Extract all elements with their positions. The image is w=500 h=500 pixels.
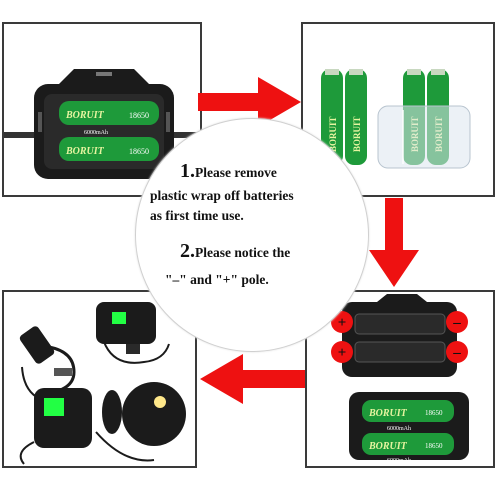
step-1-line-1: Please remove — [195, 165, 277, 180]
minus-sign-top: – — [452, 315, 461, 331]
minus-marker-bottom — [446, 341, 468, 363]
loose-batteries-image: BORUIT BORUIT BORUIT BORUIT — [321, 69, 471, 169]
loose-battery-2-brand: BORUIT — [352, 116, 362, 152]
panel-battery-case-loaded: BORUIT 18650 6000mAh BORUIT 18650 — [2, 22, 202, 197]
arrow-down-icon — [369, 198, 419, 287]
panel-polarity-guide: + – + – BORUIT 18650 6000mAh BORUIT 1865… — [305, 290, 495, 468]
plus-marker-top — [331, 311, 353, 333]
step-1-line-3: as first time use. — [150, 208, 244, 223]
battery-1 — [59, 101, 159, 125]
battery-2-brand: BORUIT — [65, 146, 105, 157]
green-led-top — [112, 312, 126, 324]
step-1-heading: 1.Please remove — [180, 160, 277, 183]
step-1-line-2: plastic wrap off batteries — [150, 188, 294, 203]
open-case — [342, 302, 457, 377]
polarity-guide-image: + – + – BORUIT 18650 6000mAh BORUIT 1865… — [331, 294, 469, 464]
battery-2 — [59, 137, 159, 161]
round-lamp — [122, 382, 186, 446]
headlamp-unit — [34, 388, 92, 448]
case-battery-2-brand: BORUIT — [368, 441, 408, 452]
instruction-circle — [135, 118, 369, 352]
plus-marker-bottom — [331, 341, 353, 363]
side-light — [102, 390, 122, 434]
case-battery-1-capacity: 6000mAh — [387, 426, 411, 432]
step-2-heading: 2.Please notice the — [180, 240, 290, 263]
case-battery-1-brand: BORUIT — [368, 408, 408, 419]
battery-2-model: 18650 — [129, 147, 149, 156]
battery-1-model: 18650 — [129, 111, 149, 120]
plus-sign-top: + — [338, 315, 347, 331]
plastic-wrap — [377, 105, 471, 169]
minus-sign-bottom: – — [452, 345, 461, 361]
arrow-left-icon — [200, 354, 305, 404]
battery-case-image: BORUIT 18650 6000mAh BORUIT 18650 — [4, 69, 200, 179]
case-battery-2-model: 18650 — [425, 442, 443, 450]
green-led-bottom — [44, 398, 64, 416]
step-2-number: 2. — [180, 240, 195, 262]
accessories-image — [19, 302, 186, 465]
arrow-right-icon — [198, 77, 301, 127]
step-2-line-2: "–" and "+" pole. — [165, 272, 269, 287]
case-battery-2-capacity: 6000mAh — [387, 458, 411, 464]
case-battery-1-model: 18650 — [425, 409, 443, 417]
panel-accessories — [2, 290, 197, 468]
minus-marker-top — [446, 311, 468, 333]
battery-1-capacity: 6000mAh — [84, 130, 108, 136]
car-charger — [19, 326, 55, 364]
step-1-number: 1. — [180, 160, 195, 182]
battery-1-brand: BORUIT — [65, 110, 105, 121]
plus-sign-bottom: + — [338, 345, 347, 361]
step-2-line-1: Please notice the — [195, 245, 291, 260]
loose-battery-1-brand: BORUIT — [328, 116, 338, 152]
